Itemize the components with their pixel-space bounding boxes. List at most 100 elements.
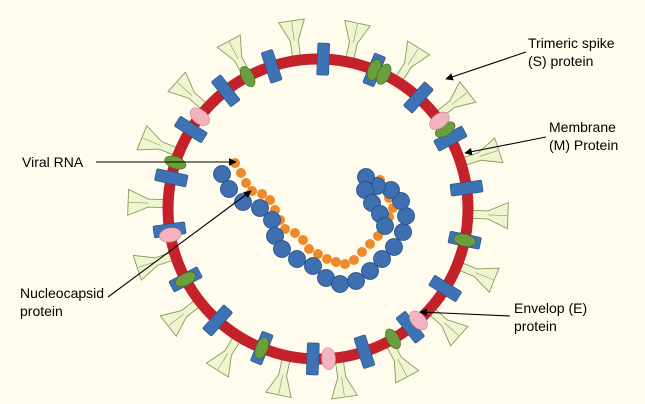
label-nucleocapsid-line1: Nucleocapsid [20,285,105,301]
spike-protein-seam [475,272,494,281]
callout-arrows [96,51,547,317]
label-membrane-protein: Membrane (M) Protein [549,118,618,154]
e-protein-group [159,107,450,370]
spike-protein-seam [341,377,345,397]
label-viral-rna: Viral RNA [22,153,83,171]
label-trimeric-spike-line2: (S) protein [528,53,594,69]
spike-protein-seam [407,48,419,65]
nucleocapsid-group [213,165,415,293]
spike-protein-seam [397,358,408,377]
spike-protein-seam [142,137,161,146]
rna-nucleotide [340,259,350,269]
membrane-protein [449,179,484,197]
spike-protein-seam [451,92,468,105]
rna-nucleotide [290,228,300,238]
membrane-protein [202,304,233,337]
rna-nucleotide [265,195,275,205]
membrane-protein [211,74,240,107]
nucleocapsid-protein [361,262,379,280]
membrane-protein [403,81,434,114]
m-protein [453,233,476,247]
spike-protein-seam [278,375,283,394]
label-nucleocapsid-protein: Nucleocapsid protein [20,284,104,320]
e-protein [429,111,450,130]
spike-protein-seam [129,202,149,204]
spike-protein-seam [138,261,157,268]
nucleocapsid-protein [263,211,281,229]
membrane-protein [353,334,375,369]
arrow-nucleocapsid [107,190,252,298]
e-protein [189,107,210,126]
label-trimeric-spike-line1: Trimeric spike [528,35,615,51]
rna-nucleotide [357,247,367,257]
membrane-protein [174,116,208,143]
rna-nucleotide [241,178,251,188]
membrane-protein [154,168,189,188]
nucleocapsid-protein [376,217,394,235]
label-viral-rna-text: Viral RNA [22,154,84,170]
membrane-protein-group [152,42,484,376]
m-protein [164,155,187,170]
rna-nucleotide [322,254,332,264]
spike-protein-seam [479,150,498,157]
rna-nucleotide [304,244,314,254]
rna-nucleotide [349,255,359,265]
nucleocapsid-protein [394,223,412,241]
membrane-protein [316,42,331,76]
arrow-trimeric-spike [445,51,527,81]
arrow-membrane-protein [464,136,547,156]
label-nucleocapsid-line2: protein [20,303,63,319]
nucleocapsid-protein [251,199,269,217]
nucleocapsid-protein [397,207,415,225]
label-envelop-line1: Envelop (E) [514,300,588,316]
nucleocapsid-protein [220,180,238,198]
nucleocapsid-protein [273,240,291,258]
rna-nucleotide [257,189,267,199]
spike-protein-seam [217,353,229,370]
nucleocapsid-protein [331,275,349,293]
rna-nucleotide [236,168,246,178]
rna-nucleotide [365,239,375,249]
spike-protein-seam [353,24,358,43]
m-protein-group [164,59,476,359]
membrane-protein [261,49,283,84]
rna-nucleotide [247,186,257,196]
spike-protein [469,201,509,230]
spike-protein-group [127,18,509,400]
membrane-protein [305,342,320,376]
nucleocapsid-protein [373,250,391,268]
spike-protein-seam [444,322,459,336]
m-protein [254,337,270,359]
label-envelop-line2: protein [514,318,557,334]
e-protein [159,227,182,243]
label-membrane-line1: Membrane [549,119,616,135]
nucleocapsid-protein [304,257,322,275]
m-protein [175,271,197,288]
spike-protein-seam [228,41,239,60]
nucleocapsid-protein [385,238,403,256]
label-trimeric-spike: Trimeric spike (S) protein [528,34,615,70]
m-protein [385,328,401,350]
spike-protein-seam [168,313,185,326]
spike-protein-seam [291,21,295,41]
rna-nucleotide [230,158,240,168]
viral-envelope-ring [162,53,474,365]
label-membrane-line2: (M) Protein [549,137,619,153]
arrow-envelop-protein [419,308,511,317]
nucleocapsid-protein [288,250,306,268]
spike-protein [127,188,167,217]
rna-nucleotide [298,235,308,245]
membrane-protein [428,275,462,302]
m-protein [239,66,256,88]
label-envelop-protein: Envelop (E) protein [514,299,587,335]
rna-nucleotide [331,257,341,267]
rna-nucleotide [313,249,323,259]
nucleocapsid-protein [347,272,365,290]
spike-protein-seam [177,82,192,96]
e-protein [321,347,336,370]
spike-protein-seam [487,214,507,216]
m-protein [376,63,392,85]
nucleocapsid-protein [213,165,231,183]
